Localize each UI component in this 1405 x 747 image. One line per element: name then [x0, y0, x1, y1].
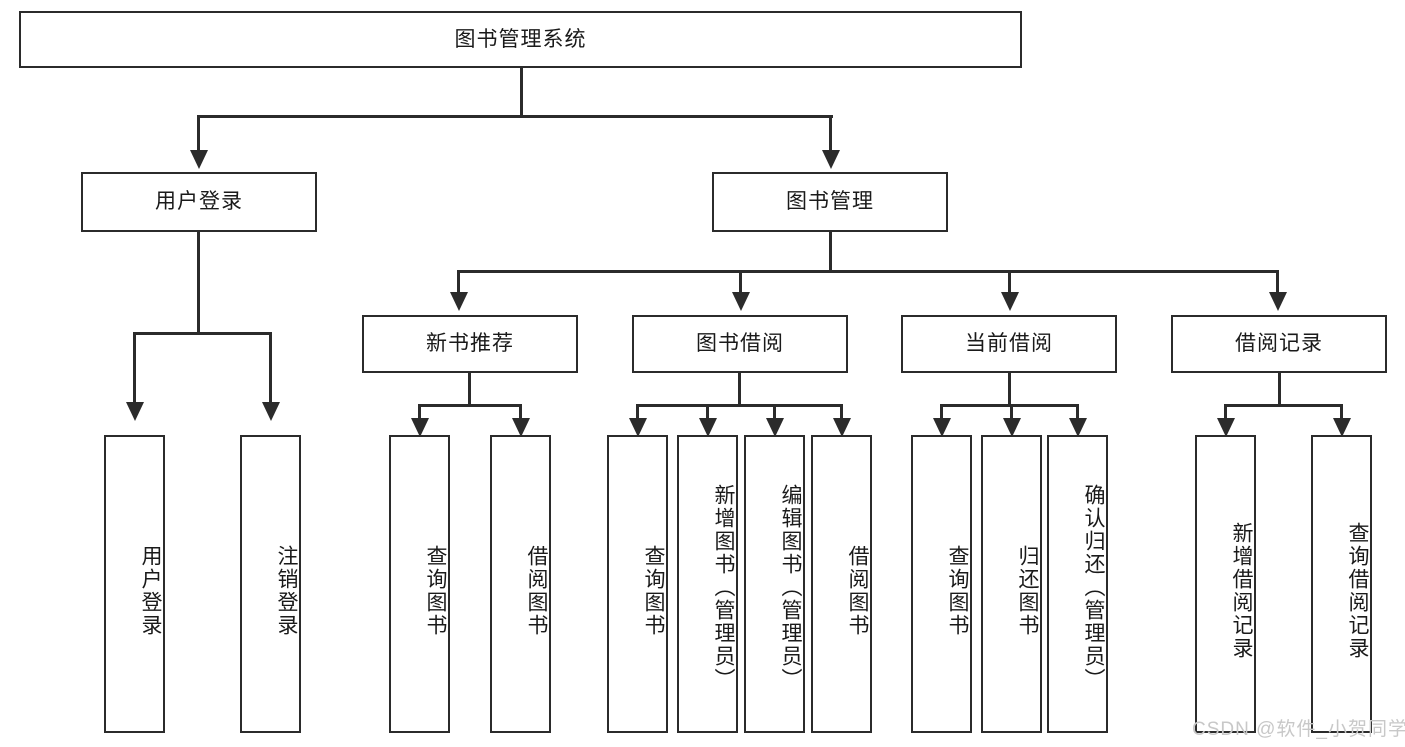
arrowhead-leaf-cb-query-book	[933, 418, 951, 437]
connector-user-login-drop	[197, 232, 200, 334]
connector-nbr-bus	[418, 404, 522, 407]
node-root-book-management-system[interactable]: 图书管理系统	[19, 11, 1022, 68]
node-label: 新增借阅记录	[1230, 522, 1253, 660]
node-label: 查询图书	[642, 545, 665, 637]
connector-book-management-drop	[829, 232, 832, 273]
node-book-borrow[interactable]: 图书借阅	[632, 315, 848, 373]
node-borrow-record[interactable]: 借阅记录	[1171, 315, 1387, 373]
arrowhead-leaf-bb-edit-book	[766, 418, 784, 437]
arrowhead-to-user-login	[190, 150, 208, 169]
connector-root-to-user-login	[197, 115, 200, 153]
node-label: 借阅图书	[525, 545, 548, 637]
arrowhead-to-book-borrow	[732, 292, 750, 311]
connector-cb-drop	[1008, 373, 1011, 406]
arrowhead-leaf-br-add-record	[1217, 418, 1235, 437]
connector-bb-drop	[738, 373, 741, 406]
arrowhead-leaf-bb-query-book	[629, 418, 647, 437]
node-label: 编辑图书（管理员）	[779, 483, 802, 691]
connector-bm-branch-4	[1276, 270, 1279, 295]
arrowhead-leaf-user-login	[126, 402, 144, 421]
arrowhead-leaf-br-query-record	[1333, 418, 1351, 437]
leaf-br-query-record[interactable]: 查询借阅记录	[1311, 435, 1372, 733]
connector-nbr-branch-1	[418, 404, 421, 422]
node-label: 图书借阅	[696, 332, 784, 356]
connector-nbr-drop	[468, 373, 471, 406]
connector-bm-branch-2	[739, 270, 742, 295]
leaf-cb-confirm-return[interactable]: 确认归还（管理员）	[1047, 435, 1108, 733]
node-label: 借阅记录	[1235, 332, 1323, 356]
arrowhead-to-new-book-recommend	[450, 292, 468, 311]
connector-book-management-bus	[457, 270, 1279, 273]
connector-bb-branch-3	[773, 404, 776, 422]
connector-br-branch-1	[1224, 404, 1227, 422]
node-label: 归还图书	[1016, 545, 1039, 637]
connector-bb-branch-2	[706, 404, 709, 422]
connector-br-branch-2	[1340, 404, 1343, 422]
node-label: 用户登录	[155, 190, 243, 214]
connector-bb-branch-1	[636, 404, 639, 422]
connector-cb-branch-1	[940, 404, 943, 422]
node-label: 确认归还（管理员）	[1082, 483, 1105, 691]
connector-user-login-branch-1	[133, 332, 136, 404]
node-label: 新书推荐	[426, 332, 514, 356]
arrowhead-to-current-borrow	[1001, 292, 1019, 311]
node-label: 图书管理系统	[454, 27, 587, 51]
node-label: 查询图书	[424, 545, 447, 637]
node-label: 图书管理	[786, 190, 874, 214]
arrowhead-leaf-nbr-query-book	[411, 418, 429, 437]
connector-root-bus	[197, 115, 833, 118]
node-label: 当前借阅	[965, 332, 1053, 356]
connector-bb-branch-4	[840, 404, 843, 422]
node-label: 注销登录	[275, 545, 298, 637]
arrowhead-to-borrow-record	[1269, 292, 1287, 311]
connector-bb-bus	[636, 404, 843, 407]
node-book-management[interactable]: 图书管理	[712, 172, 948, 232]
connector-bm-branch-1	[457, 270, 460, 295]
node-label: 借阅图书	[846, 545, 869, 637]
node-label: 用户登录	[139, 545, 162, 637]
connector-user-login-bus	[133, 332, 272, 335]
leaf-bb-add-book[interactable]: 新增图书（管理员）	[677, 435, 738, 733]
connector-br-bus	[1224, 404, 1343, 407]
leaf-cb-query-book[interactable]: 查询图书	[911, 435, 972, 733]
arrowhead-leaf-cb-return-book	[1003, 418, 1021, 437]
leaf-nbr-query-book[interactable]: 查询图书	[389, 435, 450, 733]
leaf-logout[interactable]: 注销登录	[240, 435, 301, 733]
arrowhead-leaf-nbr-borrow-book	[512, 418, 530, 437]
leaf-user-login[interactable]: 用户登录	[104, 435, 165, 733]
node-label: 新增图书（管理员）	[712, 483, 735, 691]
leaf-bb-query-book[interactable]: 查询图书	[607, 435, 668, 733]
connector-cb-branch-3	[1076, 404, 1079, 422]
leaf-bb-edit-book[interactable]: 编辑图书（管理员）	[744, 435, 805, 733]
node-user-login[interactable]: 用户登录	[81, 172, 317, 232]
leaf-nbr-borrow-book[interactable]: 借阅图书	[490, 435, 551, 733]
connector-bm-branch-3	[1008, 270, 1011, 295]
leaf-br-add-record[interactable]: 新增借阅记录	[1195, 435, 1256, 733]
connector-root-drop	[520, 68, 523, 117]
connector-cb-bus	[940, 404, 1079, 407]
arrowhead-leaf-cb-confirm-return	[1069, 418, 1087, 437]
connector-user-login-branch-2	[269, 332, 272, 404]
arrowhead-leaf-logout	[262, 402, 280, 421]
connector-nbr-branch-2	[519, 404, 522, 422]
node-label: 查询图书	[946, 545, 969, 637]
connector-cb-branch-2	[1010, 404, 1013, 422]
connector-root-to-book-management	[829, 115, 832, 153]
arrowhead-leaf-bb-add-book	[699, 418, 717, 437]
arrowhead-to-book-management	[822, 150, 840, 169]
csdn-watermark: CSDN @软件_小贺同学	[1192, 719, 1405, 740]
leaf-cb-return-book[interactable]: 归还图书	[981, 435, 1042, 733]
connector-br-drop	[1278, 373, 1281, 406]
leaf-bb-borrow-book[interactable]: 借阅图书	[811, 435, 872, 733]
node-label: 查询借阅记录	[1346, 522, 1369, 660]
arrowhead-leaf-bb-borrow-book	[833, 418, 851, 437]
node-new-book-recommend[interactable]: 新书推荐	[362, 315, 578, 373]
node-current-borrow[interactable]: 当前借阅	[901, 315, 1117, 373]
